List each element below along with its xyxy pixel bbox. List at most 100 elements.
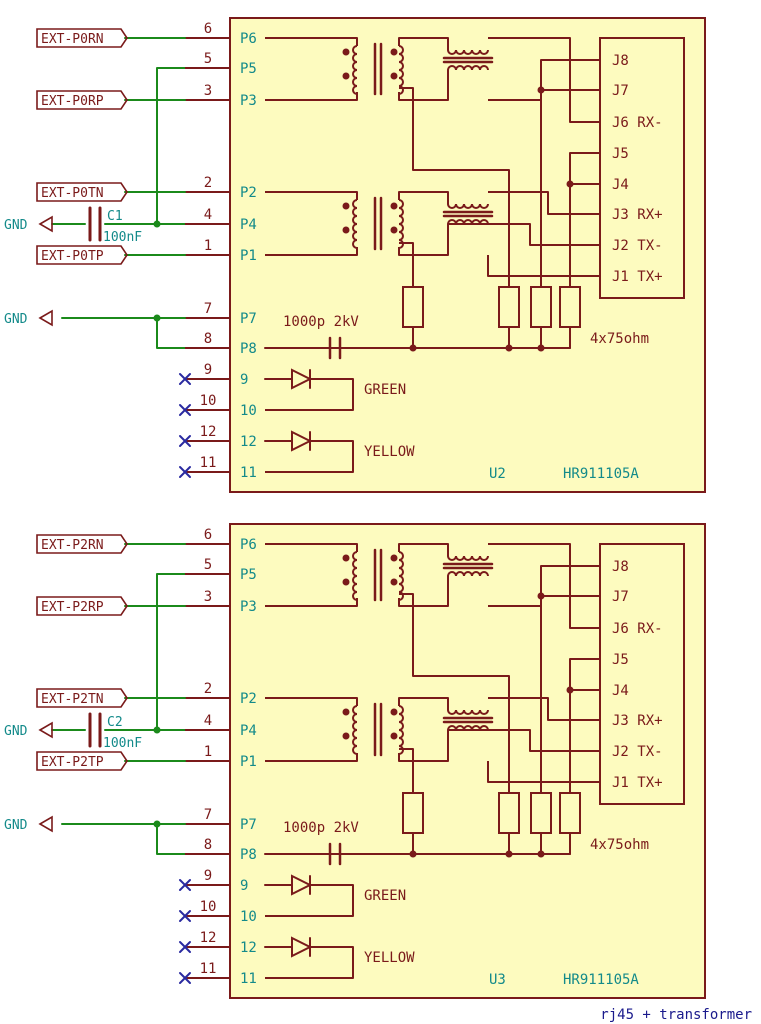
wire — [399, 748, 414, 793]
junction-dot — [342, 48, 350, 56]
junction-dot — [342, 732, 350, 740]
wire — [156, 824, 185, 855]
gnd-label: GND — [4, 724, 28, 739]
ground-icon — [38, 721, 53, 739]
coil-icon — [447, 49, 489, 55]
net-label-flag — [36, 688, 128, 708]
coil-icon — [447, 555, 489, 561]
coil-icon — [352, 551, 358, 601]
wire — [569, 152, 600, 287]
junction-dot — [390, 202, 398, 210]
wire — [265, 697, 358, 706]
footer-caption: rj45 + transformer — [600, 1007, 752, 1023]
component-ref: U2 — [489, 466, 506, 482]
pin-number: 5 — [204, 51, 212, 67]
wire — [265, 753, 358, 762]
pin-name: P4 — [240, 723, 257, 739]
connector-pin-label: J6 RX- — [612, 115, 663, 131]
net-label-flag — [36, 28, 128, 48]
pin-name: P8 — [240, 847, 257, 863]
wire — [448, 223, 600, 246]
wire — [448, 729, 600, 752]
no-connect-icon — [179, 972, 191, 984]
junction-dot — [390, 578, 398, 586]
connector-pin-label: J3 RX+ — [612, 207, 663, 223]
no-connect-icon — [179, 373, 191, 385]
coil-icon — [447, 725, 489, 731]
capacitor-ref: C1 — [107, 209, 123, 224]
junction-dot — [153, 820, 161, 828]
wire — [487, 255, 600, 277]
pin-number: 6 — [204, 527, 212, 543]
net-label: EXT-P2RN — [41, 538, 104, 553]
pin-name: P6 — [240, 537, 257, 553]
pin-name: P1 — [240, 248, 257, 264]
pin-number: 7 — [204, 807, 212, 823]
wire — [569, 658, 600, 793]
net-label-flag — [36, 751, 128, 771]
coil-icon — [398, 705, 404, 755]
gnd-label: GND — [4, 312, 28, 327]
wire — [488, 697, 600, 721]
wire — [265, 37, 358, 46]
pin-name: P8 — [240, 341, 257, 357]
pin-name: 12 — [240, 940, 257, 956]
wire — [540, 59, 600, 287]
capacitor-ref: C2 — [107, 715, 123, 730]
coil-icon — [398, 199, 404, 249]
pin-name: P7 — [240, 817, 257, 833]
connector-pin-label: J1 TX+ — [612, 269, 663, 285]
no-connect-icon — [179, 435, 191, 447]
pin-name: 9 — [240, 878, 248, 894]
rj45-connector — [599, 543, 685, 805]
pin-name: P3 — [240, 599, 257, 615]
coil-icon — [447, 219, 489, 225]
net-label: EXT-P2TP — [41, 755, 104, 770]
coil-icon — [352, 199, 358, 249]
connector-pin-label: J4 — [612, 177, 629, 193]
junction-dot — [153, 220, 161, 228]
pin-number: 7 — [204, 301, 212, 317]
pin-number: 6 — [204, 21, 212, 37]
junction-dot — [537, 592, 545, 600]
resistor-network-label: 4x75ohm — [590, 837, 649, 853]
gnd-label: GND — [4, 818, 28, 833]
ground-icon — [38, 215, 53, 233]
junction-dot — [390, 732, 398, 740]
junction-dot — [153, 726, 161, 734]
junction-dot — [153, 314, 161, 322]
wire — [156, 318, 185, 349]
net-label: EXT-P0RP — [41, 94, 104, 109]
net-label-flag — [36, 90, 128, 110]
junction-dot — [505, 850, 513, 858]
resistor-network-label: 4x75ohm — [590, 331, 649, 347]
connector-pin-label: J8 — [612, 559, 629, 575]
net-label-flag — [36, 245, 128, 265]
pin-number: 9 — [204, 362, 212, 378]
junction-dot — [342, 72, 350, 80]
transformer-block: 6P65P53P32P24P41P17P78P899101012121111EX… — [4, 523, 706, 999]
pin-number: 5 — [204, 557, 212, 573]
no-connect-icon — [179, 466, 191, 478]
wire — [398, 92, 448, 101]
junction-dot — [342, 554, 350, 562]
component-value: HR911105A — [563, 466, 639, 482]
capacitor-value: 100nF — [103, 230, 142, 245]
junction-dot — [505, 344, 513, 352]
no-connect-icon — [179, 941, 191, 953]
junction-dot — [537, 850, 545, 858]
wire — [265, 884, 354, 917]
connector-pin-label: J5 — [612, 146, 629, 162]
connector-pin-label: J7 — [612, 589, 629, 605]
led-icon — [291, 368, 313, 390]
pin-number: 11 — [200, 961, 217, 977]
junction-dot — [390, 708, 398, 716]
connector-pin-label: J8 — [612, 53, 629, 69]
coil-icon — [398, 45, 404, 95]
no-connect-icon — [179, 879, 191, 891]
no-connect-icon — [179, 404, 191, 416]
connector-pin-label: J3 RX+ — [612, 713, 663, 729]
wire — [398, 543, 448, 552]
pin-name: P5 — [240, 61, 257, 77]
